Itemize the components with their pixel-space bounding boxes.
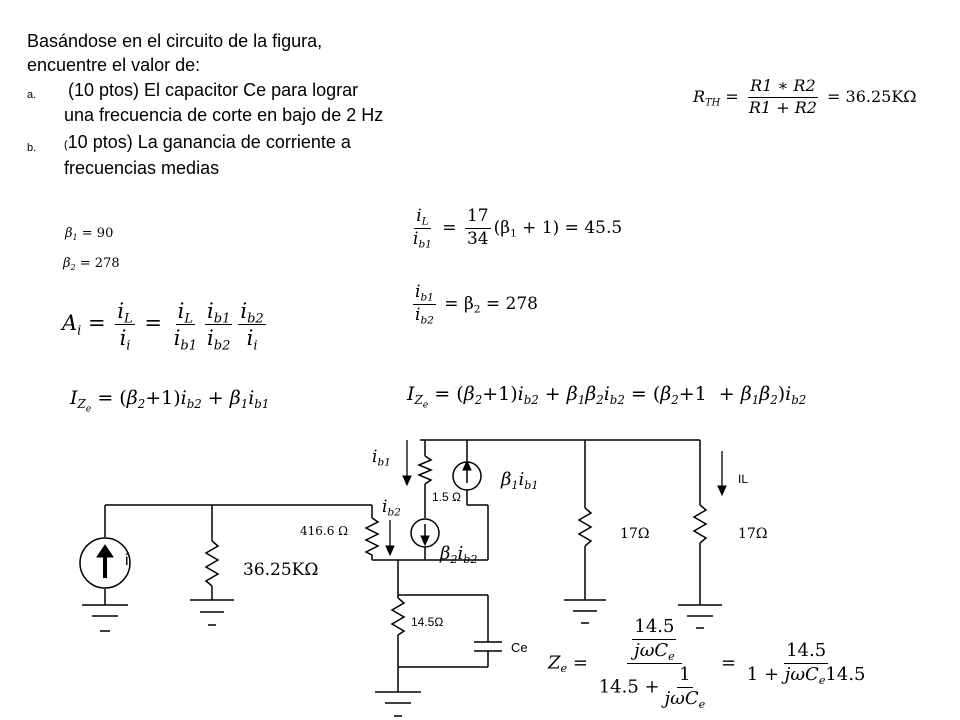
label-il: IL	[738, 472, 749, 486]
item-b-line-1: (10 ptos) La ganancia de corriente a	[64, 131, 351, 156]
rth-lhs: R	[693, 86, 706, 106]
rth-value: = 36.25KΩ	[827, 86, 917, 106]
item-a-line-2: una frecuencia de corte en bajo de 2 Hz	[64, 105, 384, 125]
capacitor-ce	[474, 595, 502, 667]
ize-equation-right: IZe = (β2+1)ib2 + β1β2ib2 = (β2+1 + β1β2…	[407, 383, 807, 411]
item-b-line-2: frecuencias medias	[64, 158, 220, 178]
il-arrow-icon	[717, 485, 727, 497]
beta2-arrow-icon	[420, 535, 430, 547]
label-17-b: 17Ω	[738, 526, 768, 542]
source-arrow-icon	[96, 544, 114, 558]
beta1-value: β1 = 90	[65, 226, 114, 242]
label-ce: Ce	[511, 640, 528, 655]
problem-line-1: Basándose en el circuito de la figura,	[27, 31, 323, 51]
resistor-17-a	[564, 440, 606, 624]
label-17-a: 17Ω	[620, 526, 650, 542]
rth-den: R1 + R2	[748, 97, 817, 117]
label-ib1: ib1	[372, 447, 391, 469]
beta2-value: β2 = 278	[63, 256, 120, 272]
resistor-17-b	[678, 440, 722, 629]
rth-equation: RTH = R1 ∗ R2 R1 + R2 = 36.25KΩ	[693, 76, 917, 117]
ib1-arrow-icon	[402, 475, 412, 487]
label-rth: 36.25KΩ	[243, 560, 319, 580]
coef-num: 17	[464, 207, 491, 229]
beta1-arrow-icon	[462, 459, 472, 471]
label-ib2: ib2	[382, 497, 401, 519]
label-ii: ii	[125, 552, 131, 572]
resistor-1-5	[417, 440, 433, 490]
ze-simplified-fraction: 14.5 1 + jωCe14.5	[746, 639, 866, 687]
ib2-arrow-icon	[385, 545, 395, 557]
resistor-14-5	[390, 595, 406, 667]
item-a-marker: a.	[27, 89, 37, 101]
label-beta2-ib2: β2ib2	[440, 543, 478, 566]
item-b-text: 10 ptos) La ganancia de corriente a	[67, 132, 351, 152]
resistor-rth	[190, 505, 234, 626]
ground-emitter	[375, 691, 421, 717]
rth-fraction: R1 ∗ R2 R1 + R2	[747, 77, 819, 117]
item-a-line-1: (10 ptos) El capacitor Ce para lograr	[68, 80, 359, 100]
problem-line-2: encuentre el valor de:	[27, 55, 201, 75]
resistor-416	[364, 505, 488, 561]
label-416: 416.6 Ω	[300, 524, 349, 538]
current-source-ii	[79, 505, 131, 632]
rth-num: R1 ∗ R2	[748, 77, 818, 98]
item-b-paren: (	[64, 139, 68, 151]
item-b-marker: b.	[27, 142, 37, 154]
label-14-5: 14.5Ω	[411, 615, 444, 629]
label-1-5: 1.5 Ω	[432, 490, 461, 504]
ize-equation-left: IZe = (β2+1)ib2 + β1ib1	[70, 387, 270, 415]
coef-den: 34	[466, 228, 489, 249]
rth-sub: TH	[705, 97, 721, 109]
label-beta1-ib1: β1ib1	[501, 469, 539, 492]
